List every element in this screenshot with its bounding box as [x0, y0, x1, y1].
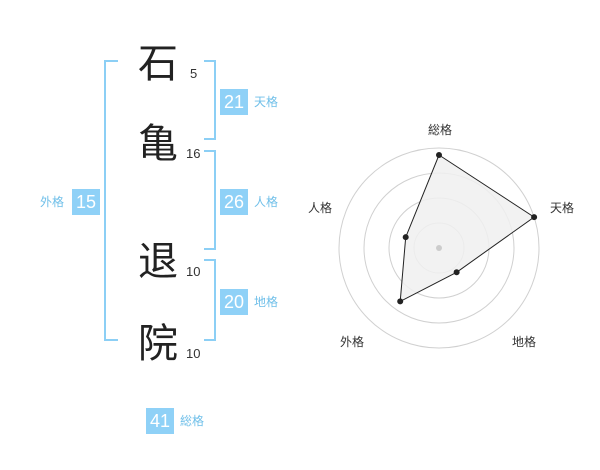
radar-axis-label-4: 人格 [308, 200, 332, 215]
chikaku-label: 地格 [254, 295, 279, 309]
radar-polygon [399, 154, 535, 303]
name-char-3: 退 [138, 239, 178, 285]
jinkaku-badge: 26 [220, 189, 248, 215]
gaikaku-badge: 15 [72, 189, 100, 215]
stroke-count-2: 16 [186, 146, 201, 161]
tenkaku-badge: 21 [220, 89, 248, 115]
radar-center [436, 245, 442, 251]
radar-axis-label-2: 地格 [512, 334, 536, 349]
radar-axis-label-3: 外格 [340, 334, 364, 349]
radar-ring-4 [338, 147, 540, 349]
gaikaku-bracket [104, 60, 118, 341]
radar-axis-label-0: 総格 [428, 122, 452, 137]
radar-axis-label-1: 天格 [550, 200, 574, 215]
tenkaku-bracket [204, 60, 216, 140]
stroke-count-1: 5 [190, 66, 198, 81]
tenkaku-label: 天格 [254, 95, 279, 109]
soukaku-badge: 41 [146, 408, 174, 434]
radar-point-0 [436, 152, 442, 158]
name-char-2: 亀 [138, 121, 178, 167]
stroke-count-4: 10 [186, 346, 201, 361]
radar-point-2 [453, 269, 460, 276]
gaikaku-label: 外格 [40, 195, 65, 209]
jinkaku-bracket [204, 150, 216, 250]
name-char-1: 石 [138, 41, 178, 87]
chikaku-bracket [204, 259, 216, 341]
stroke-count-3: 10 [186, 264, 201, 279]
radar-point-3 [397, 298, 404, 305]
soukaku-label: 総格 [180, 414, 205, 428]
chikaku-badge: 20 [220, 289, 248, 315]
name-char-4: 院 [138, 321, 178, 367]
jinkaku-label: 人格 [254, 195, 279, 209]
radar-point-1 [531, 214, 538, 221]
radar-point-4 [402, 234, 409, 241]
